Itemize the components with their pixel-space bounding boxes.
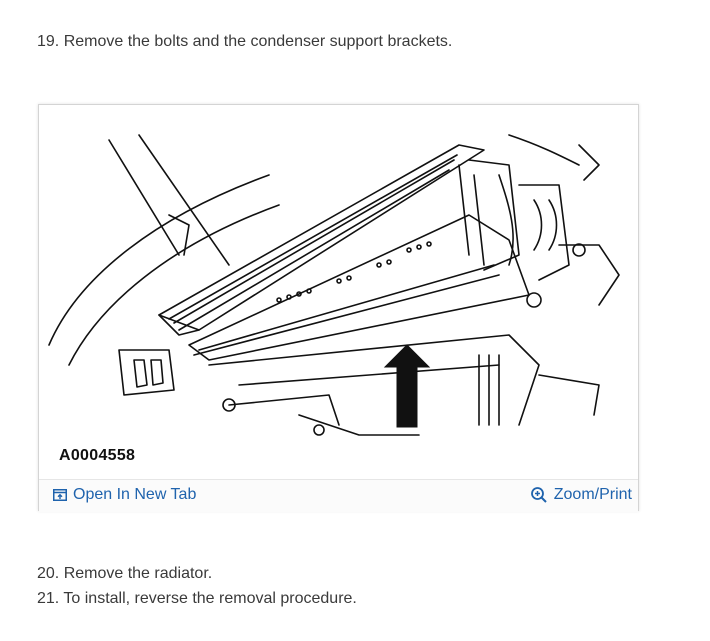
figure-code-label: A0004558 xyxy=(59,447,136,464)
step-21-text: 21. To install, reverse the removal proc… xyxy=(37,590,357,607)
step-20-text: 20. Remove the radiator. xyxy=(37,565,213,582)
zoom-print-link[interactable]: Zoom/Print xyxy=(530,486,632,504)
magnify-plus-icon xyxy=(530,486,548,504)
condenser-diagram-illustration xyxy=(48,134,620,436)
open-in-new-tab-label: Open In New Tab xyxy=(73,486,197,503)
step-19-text: 19. Remove the bolts and the condenser s… xyxy=(37,33,453,50)
figure-container: A0004558 Open In New Tab Zoo xyxy=(38,104,639,512)
zoom-print-label: Zoom/Print xyxy=(553,486,632,503)
open-new-tab-icon xyxy=(53,489,67,501)
figure-footer: Open In New Tab Zoom/Print xyxy=(39,479,638,512)
open-in-new-tab-link[interactable]: Open In New Tab xyxy=(53,486,196,504)
